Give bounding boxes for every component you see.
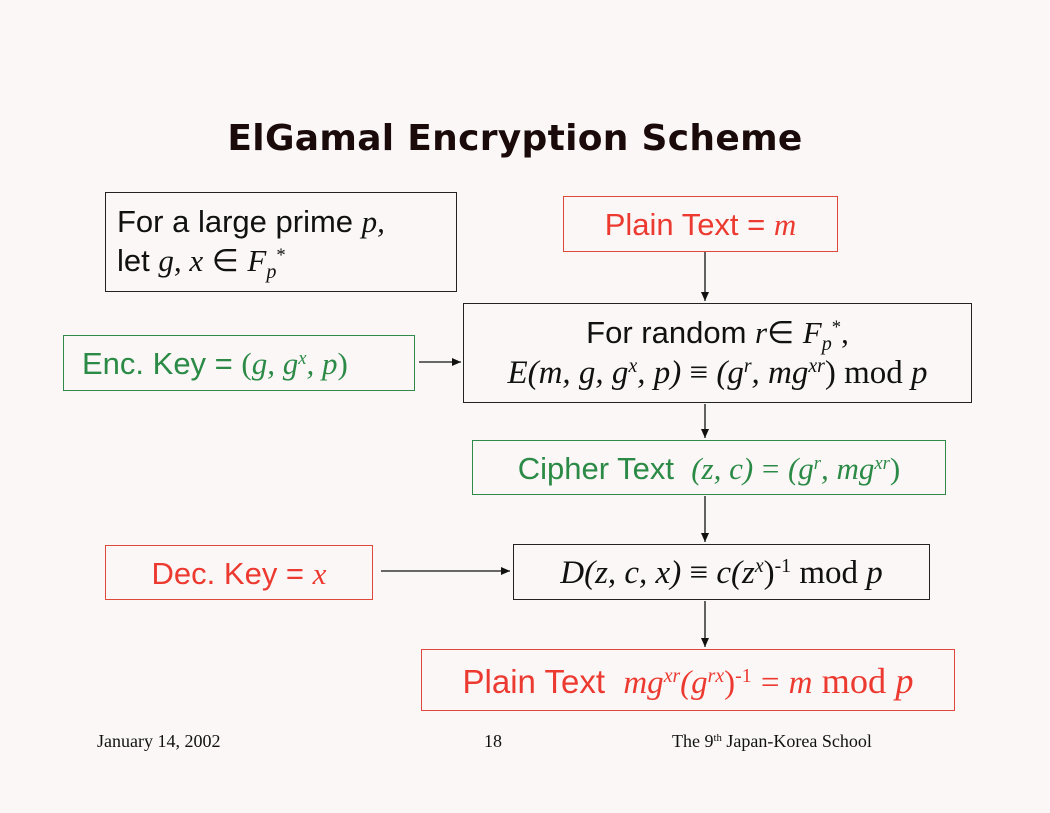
plain-sup1: xr — [663, 665, 681, 688]
enc-rhs-open: (g — [716, 355, 744, 391]
plain-eq: = — [760, 665, 780, 701]
mod-var: p — [911, 355, 928, 391]
plain-mod: mod — [821, 661, 887, 701]
plain-expr: mg — [623, 665, 664, 701]
plain-text-var: m — [773, 207, 797, 242]
dec-rhs-close: ) — [763, 555, 775, 591]
cipher-sup2: xr — [874, 452, 890, 474]
element-of-symbol: ∈ — [211, 243, 239, 278]
enc-lhs-sup: x — [628, 355, 638, 378]
footer-conf-rest: Japan-Korea School — [726, 731, 872, 751]
cipher-open: (g — [787, 451, 814, 486]
enc-rhs-sup1: r — [743, 355, 752, 378]
encryption-key-box: Enc. Key = (g, gx, p) — [63, 335, 415, 391]
enc-key-g: g, g — [251, 346, 299, 381]
footer-conf-prefix: The 9 — [672, 731, 714, 751]
random-var: r — [755, 315, 768, 350]
decryption-box: D(z, c, x) ≡ c(zx)-1 mod p — [513, 544, 930, 600]
dec-inverse: -1 — [774, 555, 792, 578]
plain-text-label: Plain Text — [462, 663, 605, 700]
cipher-mid: , mg — [821, 451, 875, 486]
decryption-key-box: Dec. Key = x — [105, 545, 373, 600]
plain-m: m — [788, 665, 813, 701]
parameters-box: For a large prime p, let g, x ∈ Fp* — [105, 192, 457, 292]
cipher-close: ) — [889, 451, 901, 486]
enc-key-open: ( — [241, 346, 252, 381]
enc-key-label: Enc. Key = — [82, 346, 233, 381]
enc-lhs-end: , p) — [637, 355, 682, 391]
plain-text-output-box: Plain Text mgxr(grx)-1 = m mod p — [421, 649, 955, 711]
mod-var: p — [866, 555, 883, 591]
congruent-symbol: ≡ — [689, 355, 709, 391]
dec-key-var: x — [312, 556, 327, 591]
footer-date: January 14, 2002 — [97, 731, 221, 751]
mod-word: mod — [844, 355, 903, 391]
congruent-symbol: ≡ — [689, 555, 709, 591]
comma: , — [841, 315, 849, 350]
footer-conference: The 9th Japan-Korea School — [672, 731, 872, 752]
params-vars: g, x — [158, 243, 204, 278]
enc-rhs-close: ) — [824, 355, 836, 391]
cipher-label: Cipher Text — [517, 451, 674, 486]
plain-inverse: -1 — [735, 665, 752, 688]
params-line1-text: For a large prime — [117, 204, 354, 239]
cipher-text-box: Cipher Text (z, c) = (gr, mgxr) — [472, 440, 946, 495]
slide-title: ElGamal Encryption Scheme — [227, 118, 803, 159]
plain-text-label: Plain Text = — [604, 207, 766, 242]
plain-text-input-box: Plain Text = m — [563, 196, 838, 252]
field-symbol: F — [247, 243, 267, 278]
enc-key-rest: , p — [306, 346, 338, 381]
plain-open: (g — [680, 665, 708, 701]
enc-key-sup: x — [298, 347, 307, 369]
dec-key-label: Dec. Key = — [151, 556, 305, 591]
mod-word: mod — [799, 555, 858, 591]
field-subscript: p — [266, 261, 277, 284]
encryption-box: For random r∈ Fp*, E(m, g, gx, p) ≡ (gr,… — [463, 303, 972, 403]
enc-rhs-sup2: xr — [808, 355, 825, 378]
enc-rhs-mid: , mg — [751, 355, 809, 391]
random-text: For random — [586, 315, 747, 350]
params-prime-var: p, — [361, 204, 385, 239]
field-superscript: * — [831, 316, 842, 338]
element-of-symbol: ∈ — [767, 315, 795, 350]
params-line2-text: let — [117, 243, 150, 278]
dec-rhs-sup: x — [754, 555, 764, 578]
parameters-line-1: For a large prime p, — [117, 202, 456, 241]
field-symbol: F — [802, 315, 822, 350]
cipher-sup1: r — [813, 452, 822, 474]
plain-p: p — [895, 661, 914, 701]
dec-rhs: c(z — [716, 555, 755, 591]
enc-key-close: ) — [337, 346, 348, 381]
footer-conf-sup: th — [713, 732, 722, 745]
parameters-line-2: let g, x ∈ Fp* — [117, 241, 456, 284]
plain-sup2: rx — [707, 665, 725, 688]
field-subscript: p — [821, 333, 832, 356]
plain-close: ) — [724, 665, 736, 701]
cipher-pair: (z, c) — [691, 451, 754, 486]
dec-lhs: D(z, c, x) — [560, 555, 682, 591]
encryption-formula: E(m, g, gx, p) ≡ (gr, mgxr) mod p — [464, 352, 971, 394]
enc-lhs: E(m, g, g — [507, 355, 629, 391]
encryption-line-1: For random r∈ Fp*, — [464, 314, 971, 356]
footer-page-number: 18 — [484, 731, 502, 751]
field-superscript: * — [276, 244, 286, 266]
cipher-eq: = — [761, 451, 780, 486]
